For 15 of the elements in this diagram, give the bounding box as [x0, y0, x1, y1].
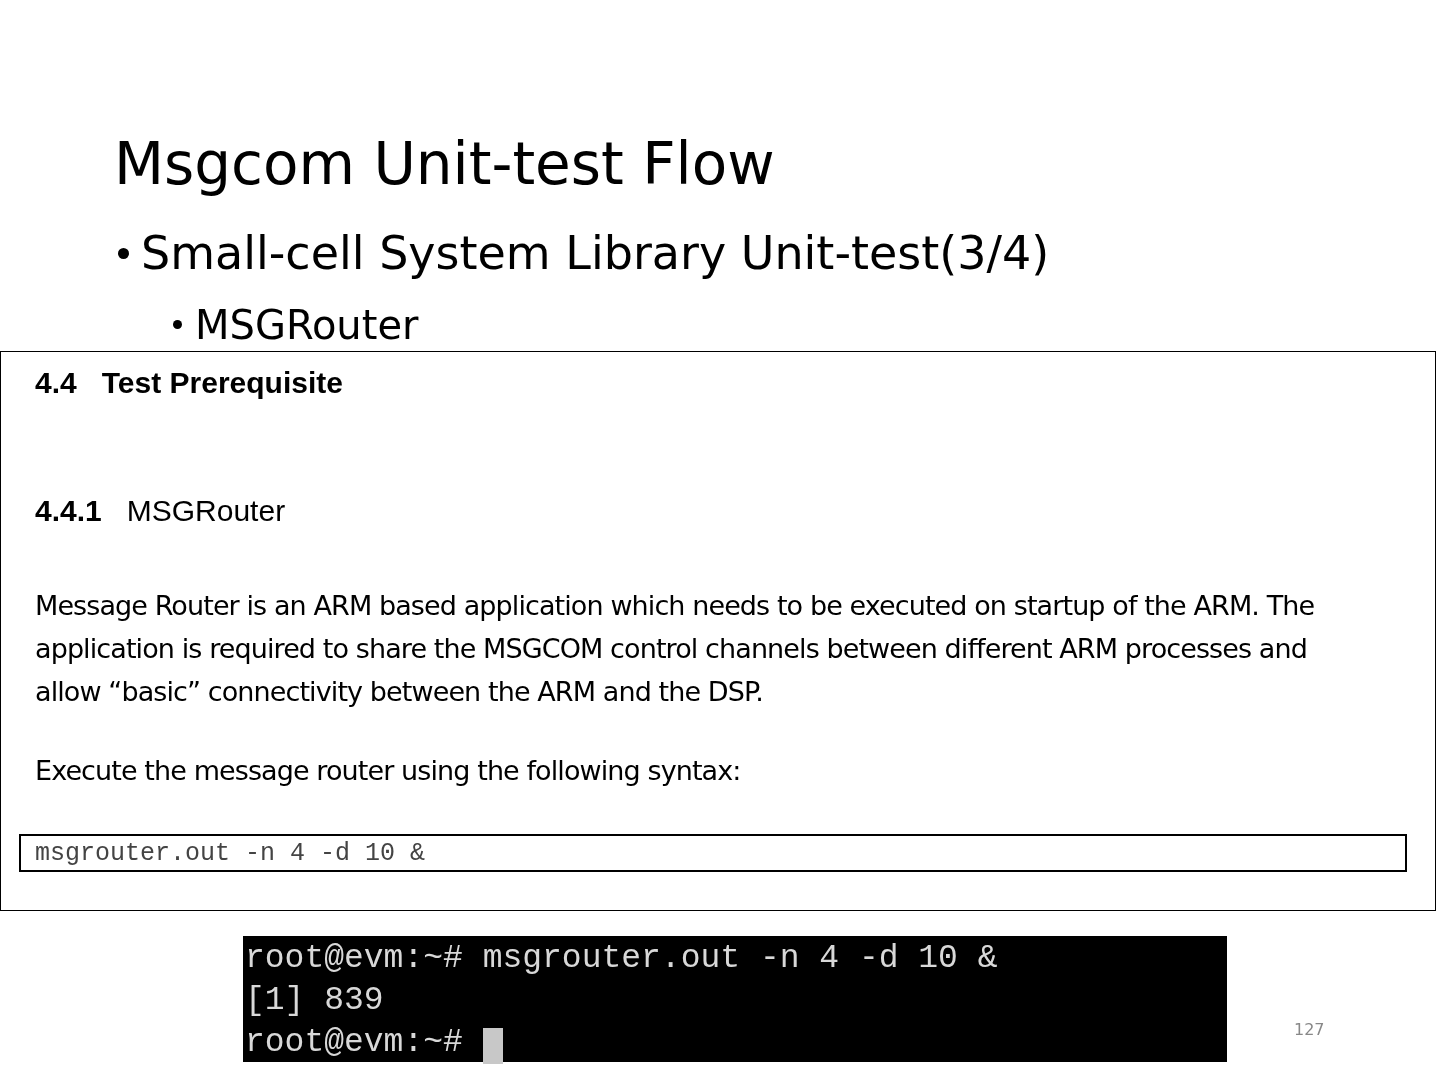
subsection-heading: 4.4.1 MSGRouter [35, 494, 286, 528]
slide-title: Msgcom Unit-test Flow [114, 130, 775, 198]
code-box [19, 834, 1407, 872]
section-heading: 4.4 Test Prerequisite [35, 366, 343, 400]
terminal-screenshot [243, 936, 1227, 1062]
bullet-text: Small-cell System Library Unit-test(3/4) [141, 226, 1050, 280]
body-paragraph: Execute the message router using the following syntax: [35, 755, 741, 786]
body-paragraph: Message Router is an ARM based application which needs to be executed on startup of the ARM. The application is required to share the MSGCOM control channels between different ARM processes and allow “basic” connectivity between the ARM and the DSP. [35, 589, 1316, 709]
terminal-output-line: root@evm:~# msgrouter.out -n 4 -d 10 & [245, 940, 998, 977]
document-excerpt-panel [0, 351, 1436, 911]
terminal-output-line: root@evm:~# [245, 1024, 463, 1061]
page-number: 127 [1294, 1020, 1325, 1039]
code-text: msgrouter.out -n 4 -d 10 & [35, 839, 426, 868]
sub-bullet-text: MSGRouter [195, 302, 419, 348]
terminal-output-line: [1] 839 [245, 982, 384, 1019]
